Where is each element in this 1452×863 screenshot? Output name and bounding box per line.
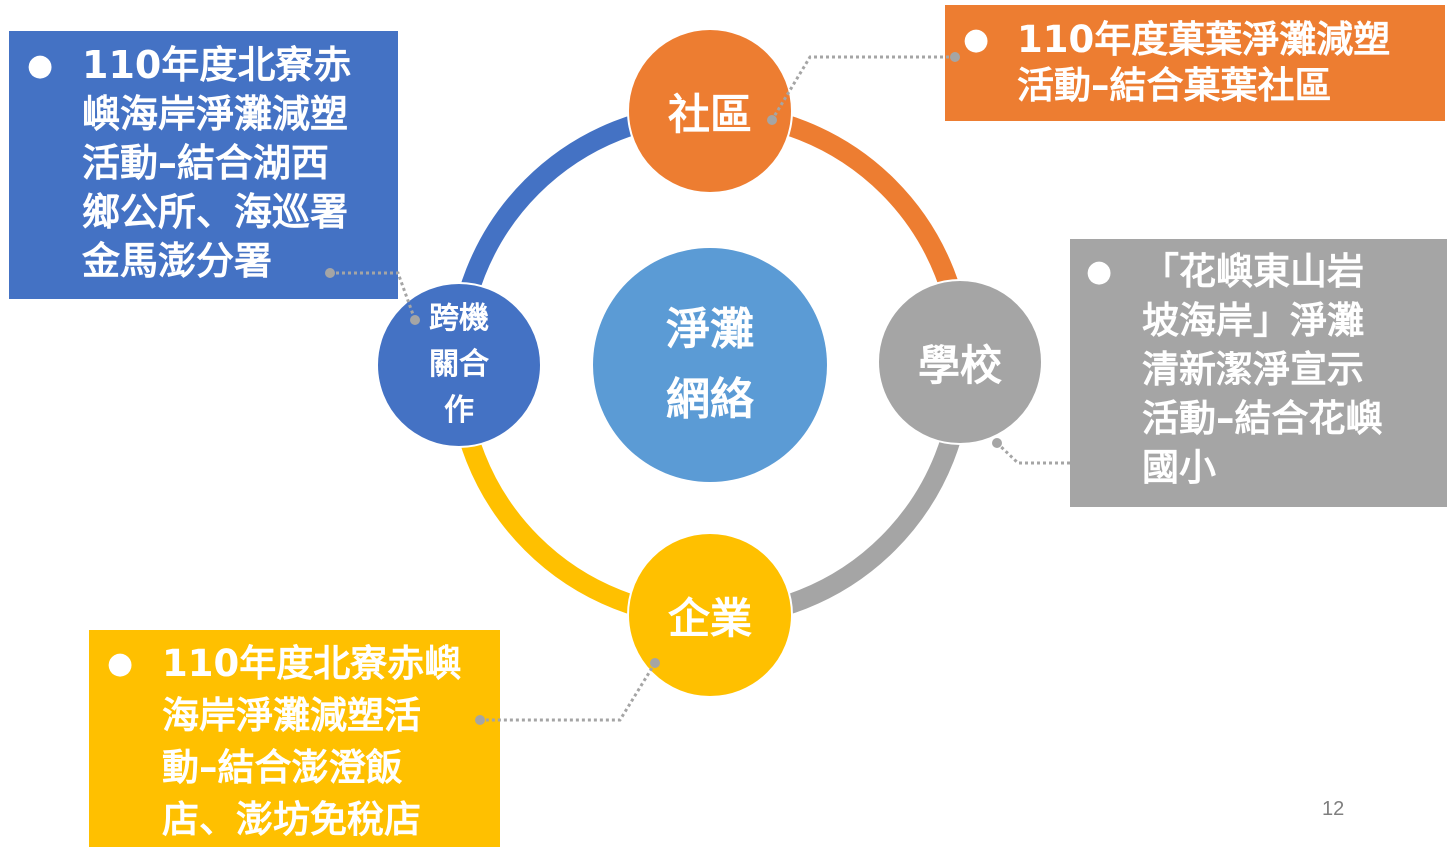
center-circle: 淨灘 網絡 <box>593 248 827 482</box>
node-enterprise-label: 企業 <box>667 593 752 643</box>
node-agency[interactable]: 跨機 關合 作 <box>376 282 542 448</box>
node-community-label: 社區 <box>667 89 752 139</box>
page-number: 12 <box>1322 798 1345 820</box>
callout-agency: ● 110年度北寮赤 嶼海岸淨灘減塑 活動–結合湖西 鄉公所、海巡署 金馬澎分署 <box>9 31 398 299</box>
callout-agency-text: 110年度北寮赤 嶼海岸淨灘減塑 活動–結合湖西 鄉公所、海巡署 金馬澎分署 <box>82 43 352 283</box>
callout-enterprise: ● 110年度北寮赤嶼 海岸淨灘減塑活 動–結合澎澄飯 店、澎坊免稅店 <box>89 630 500 847</box>
callout-community: ● 110年度菓葉淨灘減塑 活動–結合菓葉社區 <box>945 5 1445 121</box>
callout-school-text: 「花嶼東山岩 坡海岸」淨灘 清新潔淨宣示 活動–結合花嶼 國小 <box>1142 250 1383 489</box>
callout-community-text: 110年度菓葉淨灘減塑 活動–結合菓葉社區 <box>1017 18 1391 107</box>
callout-school: ● 「花嶼東山岩 坡海岸」淨灘 清新潔淨宣示 活動–結合花嶼 國小 <box>1070 239 1447 507</box>
callout-enterprise-text: 110年度北寮赤嶼 海岸淨灘減塑活 動–結合澎澄飯 店、澎坊免稅店 <box>162 642 462 841</box>
node-agency-label-line1: 跨機 <box>429 301 489 336</box>
bullet-icon: ● <box>27 48 54 83</box>
bullet-icon: ● <box>963 22 990 57</box>
center-label-line2: 網絡 <box>666 374 754 425</box>
node-agency-label-line3: 作 <box>444 393 474 428</box>
node-agency-label-line2: 關合 <box>429 347 489 382</box>
node-community[interactable]: 社區 <box>627 28 793 194</box>
bullet-icon: ● <box>107 646 134 681</box>
node-school[interactable]: 學校 <box>877 279 1043 445</box>
node-school-label: 學校 <box>917 340 1002 390</box>
node-enterprise[interactable]: 企業 <box>627 532 793 698</box>
center-label-line1: 淨灘 <box>666 304 754 355</box>
bullet-icon: ● <box>1086 254 1113 289</box>
